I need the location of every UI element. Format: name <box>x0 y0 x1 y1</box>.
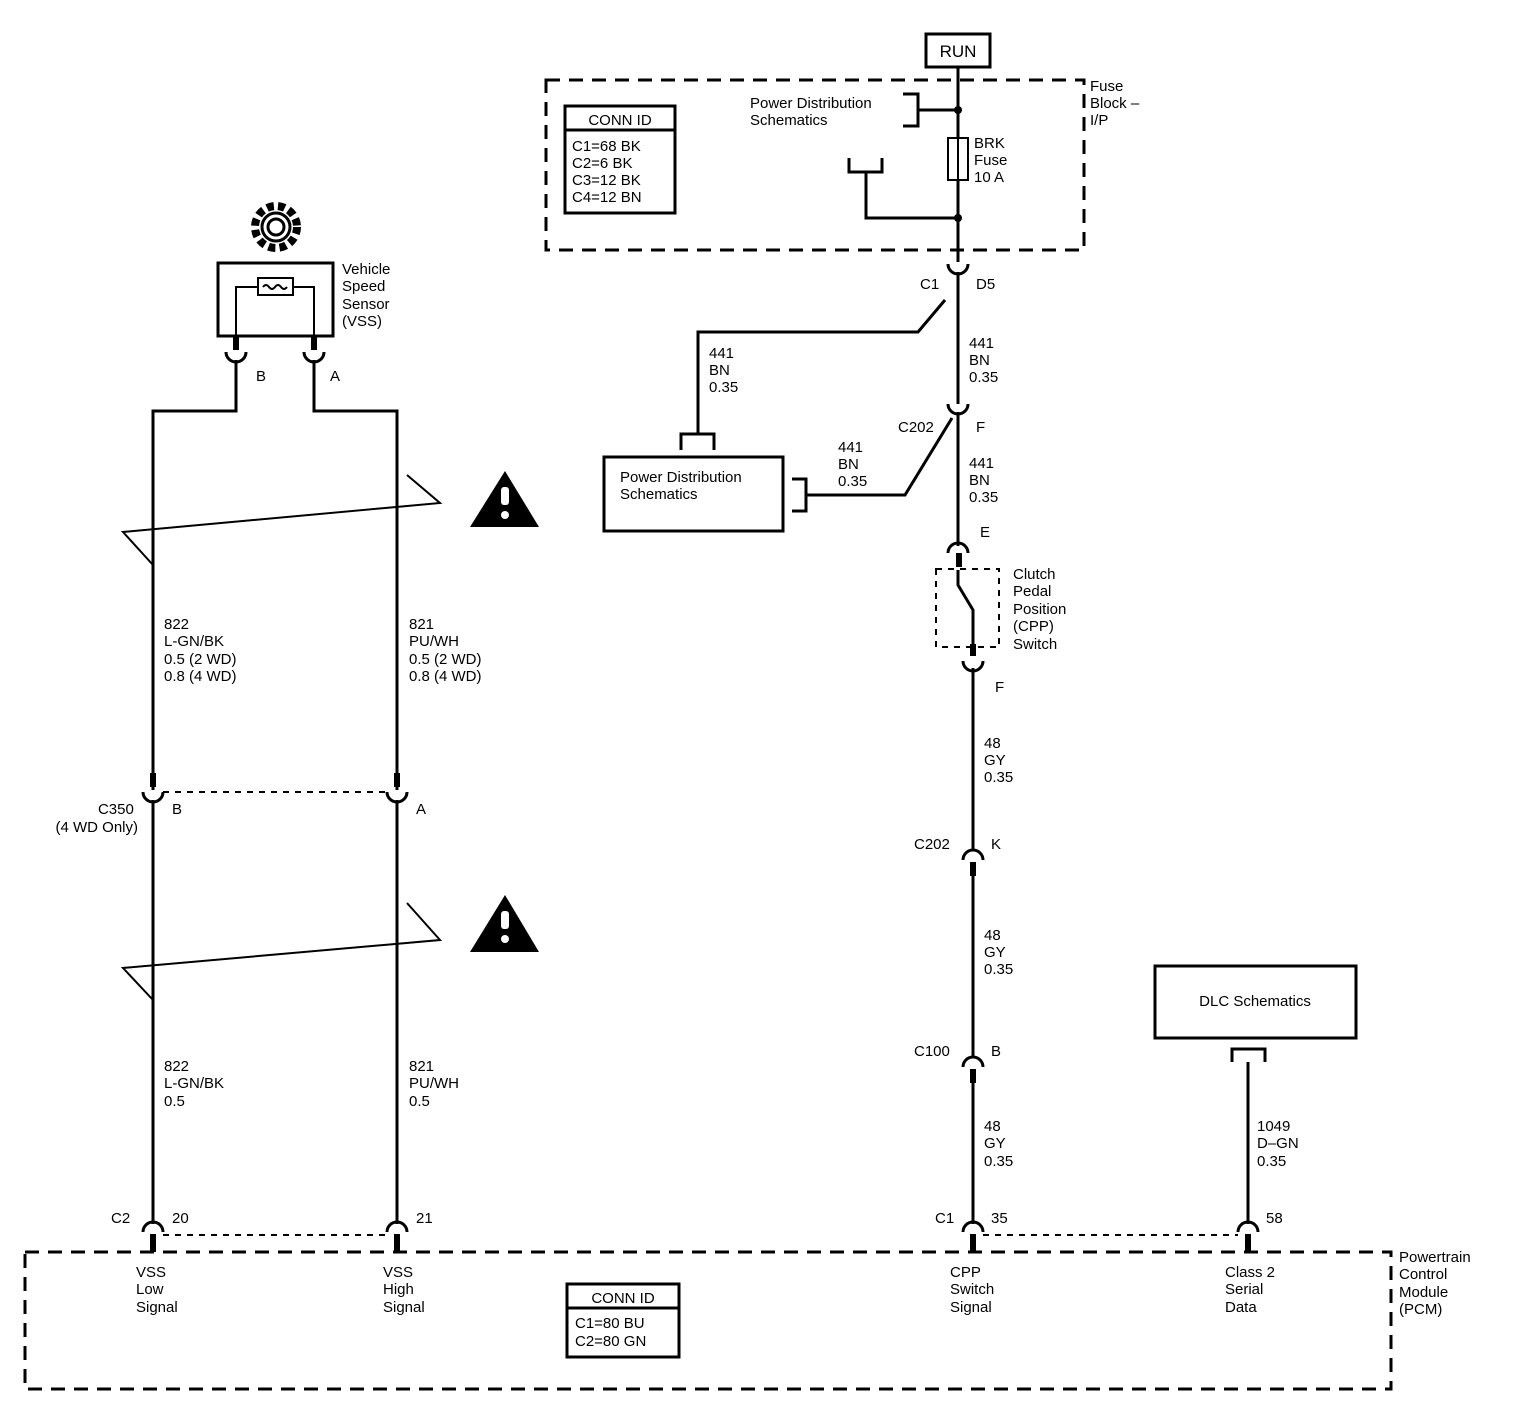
svg-text:A: A <box>330 368 340 385</box>
wire-48-c-label: 48 GY 0.35 <box>984 1118 1013 1170</box>
twisted-pair-symbol-2 <box>120 902 443 1001</box>
svg-text:C100: C100 <box>914 1043 950 1060</box>
powertrain-control-module: Powertrain Control Module (PCM) VSS Low … <box>23 1249 1475 1391</box>
fuse-block: Fuse Block – I/P CONN ID C1=68 BK C2=6 B… <box>544 78 1143 252</box>
vss-high-signal: VSS High Signal <box>383 1264 425 1316</box>
vss-label: Vehicle Speed Sensor (VSS) <box>342 261 395 330</box>
run-power-source: RUN <box>924 32 992 69</box>
class2-serial-data: Class 2 Serial Data <box>1225 1264 1279 1316</box>
svg-text:C202: C202 <box>898 419 934 436</box>
cpp-switch-signal: CPP Switch Signal <box>950 1264 998 1316</box>
wire-441-right-bot-label: 441 BN 0.35 <box>969 455 998 506</box>
fuse-block-label: Fuse Block – I/P <box>1090 78 1143 129</box>
conn-id-title: CONN ID <box>588 112 652 129</box>
connector-c350: C350 (4 WD Only) B A <box>56 791 426 836</box>
cpp-switch: E F Clutch Pedal Position (CPP) Switch <box>935 524 1071 696</box>
conn-id-rows: C1=68 BK C2=6 BK C3=12 BK C4=12 BN <box>572 138 645 206</box>
svg-text:Power Distribution Schem: Power Distribution Schematics <box>620 469 746 503</box>
wire-441-left-label: 441 BN 0.35 <box>709 345 738 396</box>
brk-fuse: BRK Fuse 10 A <box>947 135 1012 186</box>
svg-text:C2: C2 <box>111 1210 130 1227</box>
vehicle-speed-sensor: Vehicle Speed Sensor (VSS) B A <box>216 261 395 385</box>
wire-822-bot-label: 822 L-GN/BK 0.5 <box>164 1058 228 1110</box>
cpp-switch-label: Clutch Pedal Position (CPP) Switch <box>1013 566 1071 653</box>
svg-text:DLC Schematics: DLC Schematics <box>1199 993 1311 1010</box>
connector-c202-f: C202 F <box>898 403 985 436</box>
svg-text:F: F <box>995 679 1004 696</box>
vss-low-signal: VSS Low Signal <box>136 1264 178 1316</box>
svg-text:C1=80 BU C2=80 GN: C1=80 BU C2=80 GN <box>575 1315 649 1350</box>
svg-text:Power Distribution Sch: Power Distribution Schematics <box>750 95 876 129</box>
pcm-connector-c1: C1 35 58 <box>935 1210 1283 1252</box>
svg-text:K: K <box>991 836 1001 853</box>
wire-441-left <box>696 299 947 434</box>
wire-441-mid-label: 441 BN 0.35 <box>838 439 867 490</box>
brk-fuse-label: BRK Fuse 10 A <box>974 135 1012 186</box>
svg-text:B: B <box>172 801 182 818</box>
svg-text:20: 20 <box>172 1210 189 1227</box>
svg-text:D5: D5 <box>976 276 995 293</box>
svg-text:C202: C202 <box>914 836 950 853</box>
pcm-connector-c2: C2 20 21 <box>111 1210 433 1252</box>
twisted-pair-symbol <box>120 474 443 566</box>
svg-text:F: F <box>976 419 985 436</box>
wire-1049-label: 1049 D–GN 0.35 <box>1257 1118 1303 1170</box>
svg-text:C350 (4 WD Only): C350 (4 WD Only) <box>56 801 139 836</box>
wire-822-top-label: 822 L-GN/BK 0.5 (2 WD) 0.8 (4 WD) <box>164 616 241 685</box>
wire-822-top <box>151 360 238 790</box>
svg-text:58: 58 <box>1266 1210 1283 1227</box>
svg-text:E: E <box>980 524 990 541</box>
connector-c100-b: C100 B <box>914 1043 1001 1083</box>
dlc-schematics-box[interactable]: DLC Schematics <box>1153 964 1358 1062</box>
wire-821-top <box>312 360 399 790</box>
gear-icon <box>251 202 301 252</box>
power-distribution-schematics-box[interactable]: Power Distribution Schematics <box>602 432 808 533</box>
wire-441-right-top-label: 441 BN 0.35 <box>969 335 998 386</box>
wire-48-b-label: 48 GY 0.35 <box>984 927 1013 978</box>
run-label: RUN <box>940 42 977 61</box>
wire-821-bot-label: 821 PU/WH 0.5 <box>409 1058 463 1110</box>
svg-text:35: 35 <box>991 1210 1008 1227</box>
fuse-block-conn-id-table: CONN ID C1=68 BK C2=6 BK C3=12 BK C4=12 … <box>563 104 677 215</box>
svg-text:C1: C1 <box>920 276 939 293</box>
svg-text:B: B <box>991 1043 1001 1060</box>
svg-text:B: B <box>256 368 266 385</box>
svg-text:C1: C1 <box>935 1210 954 1227</box>
pcm-conn-id-table: CONN ID C1=80 BU C2=80 GN <box>565 1282 681 1359</box>
svg-text:CONN ID: CONN ID <box>591 1290 655 1307</box>
wire-48-a-label: 48 GY 0.35 <box>984 735 1013 786</box>
wire-441-mid <box>806 417 954 497</box>
connector-c202-k: C202 K <box>914 836 1001 876</box>
pcm-label: Powertrain Control Module (PCM) <box>1399 1249 1475 1318</box>
svg-text:A: A <box>416 801 426 818</box>
svg-text:21: 21 <box>416 1210 433 1227</box>
power-distribution-ref-top[interactable]: Power Distribution Schematics <box>750 92 958 129</box>
wire-821-top-label: 821 PU/WH 0.5 (2 WD) 0.8 (4 WD) <box>409 616 486 685</box>
